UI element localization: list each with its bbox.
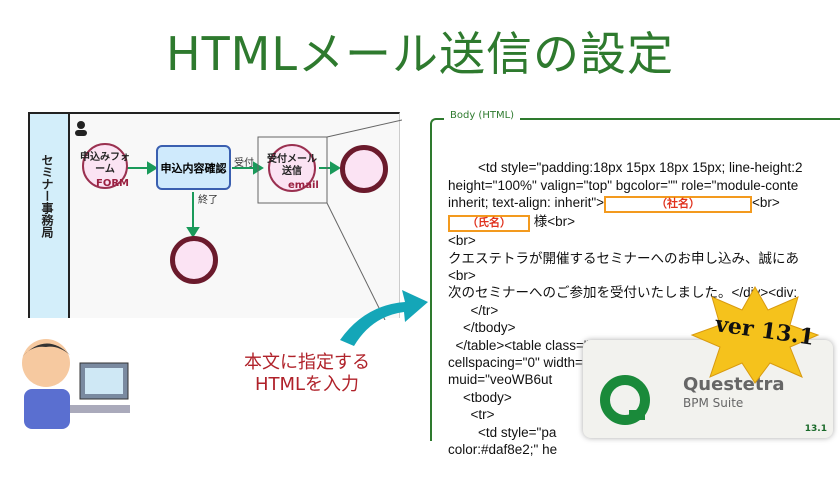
code-line: 次のセミナーへのご参加を受付いたしました。</div><div:: [448, 285, 798, 301]
office-worker-illustration: [22, 339, 130, 429]
user-icon: [75, 121, 87, 136]
mini-version: 13.1: [804, 424, 827, 434]
lane-label: セミナー事務局: [40, 154, 54, 238]
code-text: 様<br>: [530, 214, 576, 230]
code-line: <br>: [448, 268, 476, 284]
code-line: <td style="pa: [448, 424, 557, 440]
end-event-1[interactable]: [340, 145, 388, 193]
code-line: （氏名） 様<br>: [448, 213, 803, 233]
name-placeholder[interactable]: （氏名）: [448, 215, 530, 233]
code-text: inherit; text-align: inherit">: [448, 195, 604, 211]
form-node-label: 申込みフォーム: [80, 152, 130, 175]
note-line-1: 本文に指定する: [244, 352, 370, 373]
code-line: <tbody>: [448, 389, 512, 405]
flow-label-end: 終了: [198, 195, 218, 206]
mail-node-label: 受付メール送信: [267, 154, 317, 177]
code-line: クエステトラが開催するセミナーへのお申し込み、誠にあ: [448, 250, 799, 266]
flow-label-accept: 受付: [234, 158, 254, 169]
code-line: </tr>: [448, 302, 499, 318]
code-line: muid="veoWB6ut: [448, 372, 553, 388]
curved-arrow-icon: [340, 290, 428, 346]
end-event-2[interactable]: [170, 236, 218, 284]
mail-tag: email: [288, 180, 319, 191]
code-line: <br>: [448, 233, 476, 249]
code-line: color:#daf8e2;" he: [448, 442, 558, 458]
instruction-note: 本文に指定する HTMLを入力: [222, 352, 392, 396]
company-placeholder[interactable]: （社名）: [604, 196, 752, 214]
product-name: BPM Suite: [683, 396, 744, 410]
starburst-icon: [690, 285, 820, 384]
brand-name: Questetra: [683, 374, 785, 395]
flow-arrows: [125, 119, 402, 320]
form-start-event[interactable]: [82, 143, 128, 189]
swimlane: セミナー事務局: [30, 114, 70, 318]
panel-header: Body (HTML): [444, 110, 521, 121]
code-line: <tr>: [448, 407, 495, 423]
form-tag: FORM: [96, 178, 129, 189]
code-line: </tbody>: [448, 320, 516, 336]
process-diagram: セミナー事務局 申込みフォーム FORM 申込内容確認 受付 終了 受付メール送…: [28, 112, 402, 320]
code-text: <br>: [752, 195, 780, 211]
mail-send-event[interactable]: [268, 144, 316, 192]
code-line: inherit; text-align: inherit">（社名）<br>: [448, 194, 803, 214]
questetra-logo-icon: [600, 375, 650, 425]
code-line: <td style="padding:18px 15px 18px 15px; …: [448, 160, 803, 176]
page-title: HTMLメール送信の設定: [165, 27, 674, 81]
review-task[interactable]: 申込内容確認: [156, 145, 231, 190]
note-line-2: HTMLを入力: [254, 374, 360, 395]
code-line: height="100%" valign="top" bgcolor="" ro…: [448, 177, 799, 193]
